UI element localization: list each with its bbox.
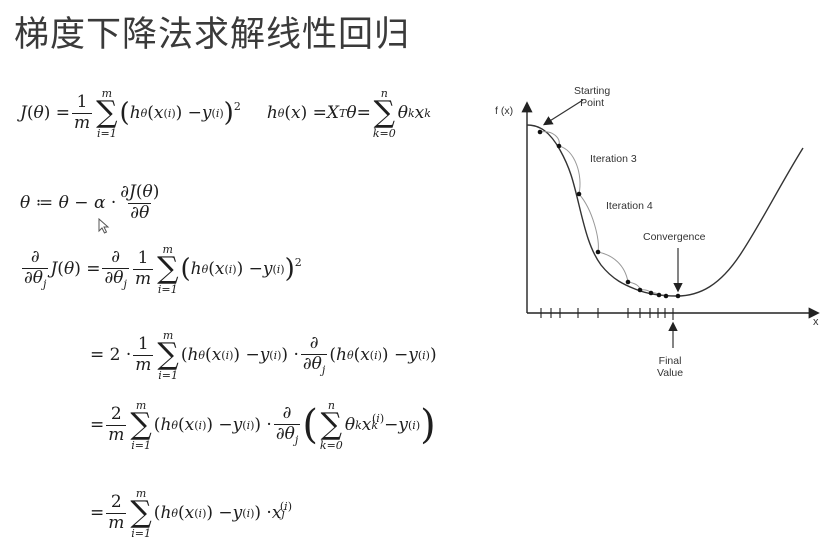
iteration-3-label: Iteration 3 bbox=[590, 153, 637, 165]
starting-point-arrow bbox=[542, 99, 584, 126]
x-axis-label: x bbox=[813, 316, 819, 328]
gradient-descent-plot bbox=[521, 99, 820, 348]
gradient-descent-diagram: f (x) x Starting Point Iteration 3 Itera… bbox=[495, 80, 832, 390]
iteration-points bbox=[537, 129, 681, 299]
sum-i: m∑i=1 bbox=[96, 87, 118, 140]
mouse-cursor-icon bbox=[98, 218, 110, 234]
update-rule-equation: θ ≔ θ − α · ∂J(θ)∂θ bbox=[20, 182, 160, 223]
final-value-label: Final Value bbox=[657, 355, 684, 380]
cost-curve bbox=[526, 124, 804, 297]
starting-point-label: Starting Point bbox=[574, 85, 611, 110]
iteration-4-label: Iteration 4 bbox=[606, 200, 653, 212]
convergence-label: Convergence bbox=[643, 231, 706, 243]
x-axis-ticks bbox=[540, 308, 674, 320]
page-title: 梯度下降法求解线性回归 bbox=[14, 15, 411, 55]
y-axis-label: f (x) bbox=[495, 105, 514, 117]
sum-k: n∑k=0 bbox=[372, 87, 396, 140]
